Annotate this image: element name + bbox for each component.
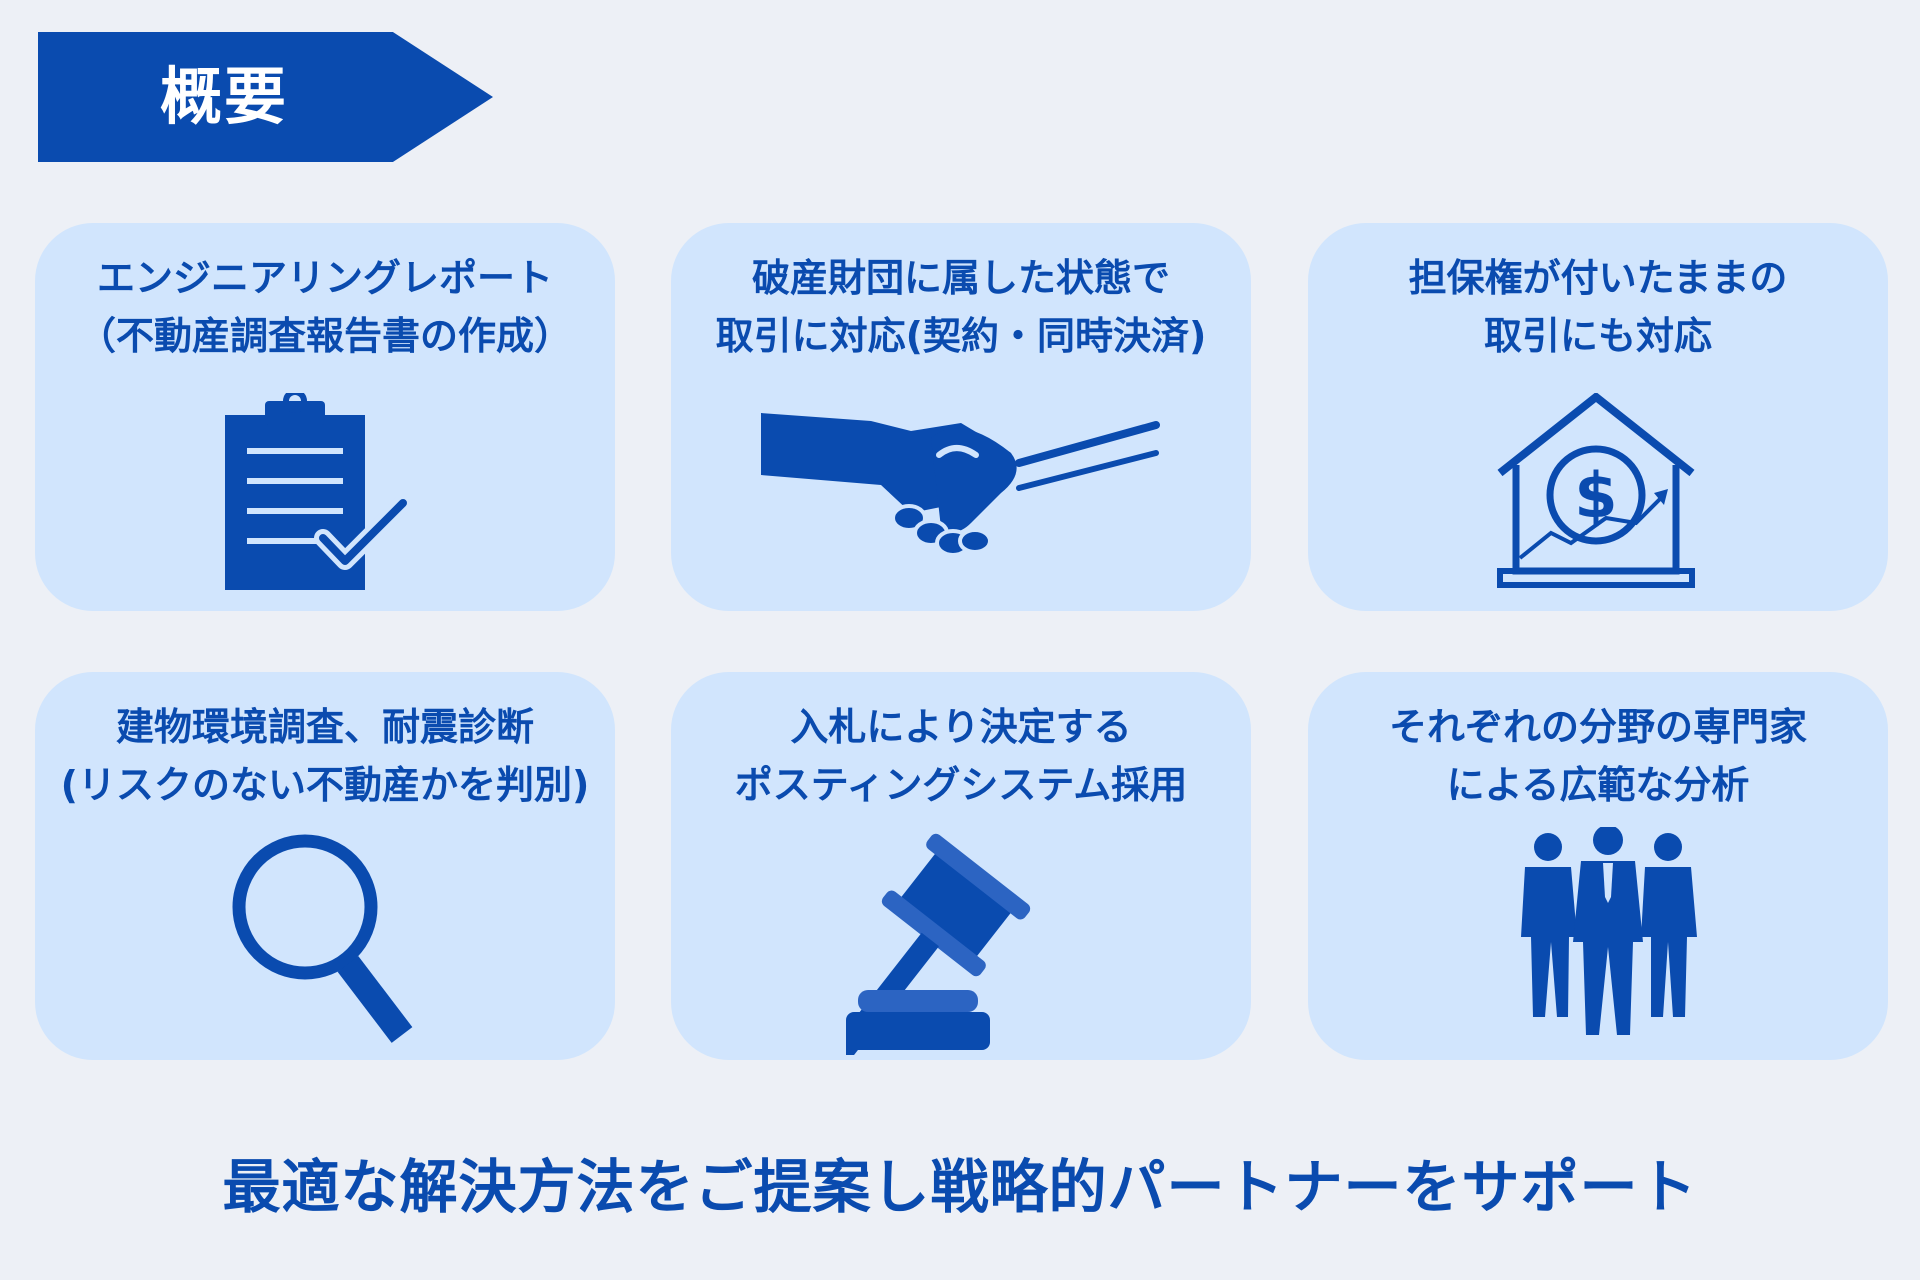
handshake-icon [761,413,1160,557]
business-team-icon [1521,827,1697,1035]
card-title: エンジニアリングレポート （不動産調査報告書の作成） [77,256,572,358]
gavel-icon [846,833,1031,1055]
card-title: 破産財団に属した状態で 取引に対応(契約・同時決済) [715,256,1207,358]
magnifier-icon [232,834,413,1043]
card-collateral: 担保権が付いたままの 取引にも対応 $ [1308,223,1888,611]
footer-message: 最適な解決方法をご提案し戦略的パートナーをサポート [222,1153,1698,1221]
card-bidding-system: 入札により決定する ポスティングシステム採用 [671,672,1251,1060]
card-engineering-report: エンジニアリングレポート （不動産調査報告書の作成） [35,223,615,611]
card-building-survey: 建物環境調査、耐震診断 (リスクのない不動産かを判別) [35,672,615,1060]
card-title: それぞれの分野の専門家 による広範な分析 [1388,705,1807,807]
house-dollar-icon: $ [1497,393,1695,588]
card-bankruptcy-estate: 破産財団に属した状態で 取引に対応(契約・同時決済) [671,223,1251,611]
card-title: 建物環境調査、耐震診断 (リスクのない不動産かを判別) [60,705,590,807]
svg-text:$: $ [1574,459,1617,532]
clipboard-check-icon [225,393,412,590]
overview-banner: 概要 [38,32,493,162]
card-title: 入札により決定する ポスティングシステム採用 [734,705,1188,807]
card-title: 担保権が付いたままの 取引にも対応 [1408,256,1788,358]
card-expert-analysis: それぞれの分野の専門家 による広範な分析 [1308,672,1888,1060]
banner-title: 概要 [160,60,289,133]
